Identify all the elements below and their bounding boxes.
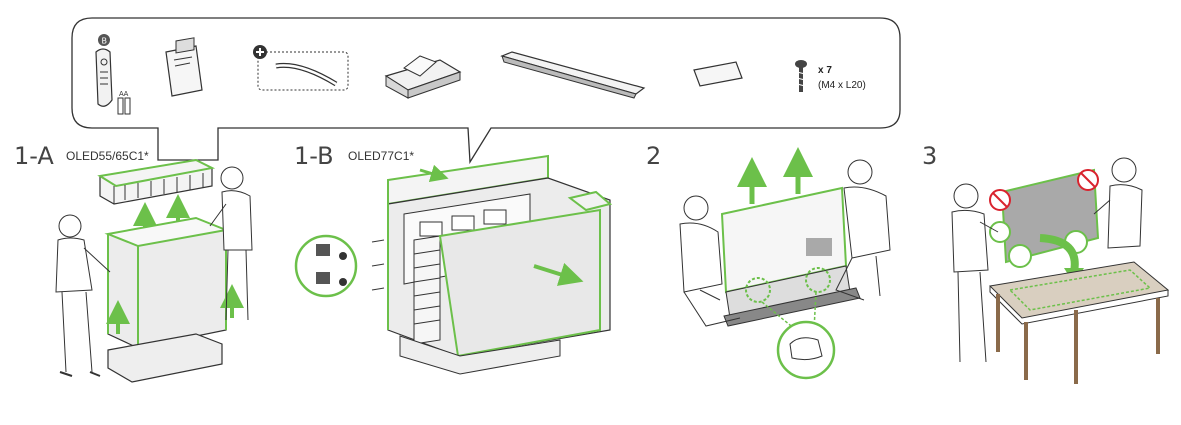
- remote-with-batteries-icon: B: [95, 34, 131, 115]
- step-2-number: 2: [646, 142, 661, 170]
- step-1a-model: OLED55/65C1*: [66, 149, 149, 163]
- stand-base-icon: [384, 55, 462, 99]
- manual-icon: [165, 37, 203, 97]
- step-1b-number: 1-B: [294, 142, 334, 170]
- guide-plate-icon: [693, 61, 743, 87]
- screw-quantity: x 7: [818, 65, 832, 76]
- step-2-illustration: [679, 147, 891, 380]
- svg-text:B: B: [102, 37, 108, 46]
- screw-spec: (M4 x L20): [818, 80, 866, 91]
- battery-label: AA: [119, 91, 129, 98]
- step-1b-model: OLED77C1*: [348, 149, 414, 163]
- step-3-illustration: [951, 157, 1170, 384]
- accessories-panel: [71, 17, 901, 165]
- step-1b-illustration: [294, 154, 613, 375]
- step-1a-illustration: [55, 158, 253, 383]
- step-1a-number: 1-A: [14, 142, 54, 170]
- screw-icon: [795, 60, 807, 92]
- step-3-number: 3: [922, 142, 937, 170]
- cable-holder-icon: [253, 45, 349, 91]
- stand-bar-icon: [500, 51, 646, 99]
